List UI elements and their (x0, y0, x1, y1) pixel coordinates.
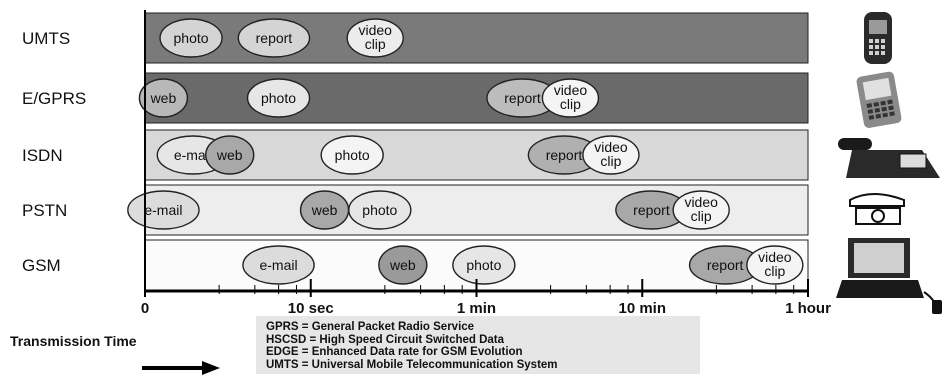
bubble: photo (320, 135, 384, 175)
axis-tick-label: 0 (141, 300, 149, 317)
row-label: UMTS (22, 29, 70, 48)
bubble: photo (159, 18, 223, 58)
bubble-shape (378, 245, 428, 285)
bubble-label: report (707, 257, 744, 273)
bubble-label: clip (691, 208, 712, 224)
bubble-label: video (554, 82, 588, 98)
desk-phone-icon (838, 138, 940, 178)
bubble-shape (138, 78, 189, 118)
row-label: PSTN (22, 201, 67, 220)
bubble-label: web (150, 90, 177, 106)
bubble-label: video (758, 249, 792, 265)
bubble-shape (541, 78, 600, 118)
rotary-phone-icon (849, 193, 905, 225)
bubble: web (378, 245, 428, 285)
legend-line: GPRS = General Packet Radio Service (266, 321, 475, 333)
row-label: GSM (22, 256, 61, 275)
bubble-label: clip (560, 96, 581, 112)
row-label: E/GPRS (22, 89, 86, 108)
bubble-label: web (216, 147, 243, 163)
bubble-label: e-mail (259, 257, 297, 273)
arrow-right-icon (142, 361, 220, 375)
bubble-shape (582, 135, 640, 175)
transmission-time-label: Transmission Time (10, 333, 137, 349)
bubble-label: report (504, 90, 541, 106)
laptop-icon (836, 238, 942, 314)
row-bar (144, 72, 809, 124)
pda-icon (856, 71, 902, 128)
legend-box: GPRS = General Packet Radio Service HSCS… (256, 316, 700, 374)
bubble-shape (242, 245, 315, 285)
legend-line: EDGE = Enhanced Data rate for GSM Evolut… (266, 346, 523, 358)
bubble: e-mail (242, 245, 315, 285)
mobile-phone-icon (864, 12, 892, 64)
bubble-label: photo (261, 90, 296, 106)
bubble: web (299, 190, 350, 230)
axis-tick-label: 10 min (618, 300, 666, 317)
bubble: report (237, 18, 311, 58)
bubble-label: web (311, 202, 338, 218)
bubble-label: clip (365, 36, 386, 52)
bubble-shape (205, 135, 255, 175)
bubble-shape (346, 18, 404, 58)
legend-line: HSCSD = High Speed Circuit Switched Data (266, 333, 505, 346)
bubble-shape (452, 245, 516, 285)
axis-tick-label: 1 min (457, 300, 496, 317)
bubble-shape (237, 18, 311, 58)
bubble-label: report (633, 202, 670, 218)
bubble: web (205, 135, 255, 175)
bubble: web (138, 78, 189, 118)
bubble-label: e-mail (144, 202, 182, 218)
bubble-shape (746, 245, 804, 285)
bubble-label: video (594, 139, 628, 155)
bubble-label: report (546, 147, 583, 163)
bubble-label: web (389, 257, 416, 273)
bubble-shape (159, 18, 223, 58)
legend-line: UMTS = Universal Mobile Telecommunicatio… (266, 358, 558, 371)
axis-tick-label: 10 sec (288, 300, 334, 317)
bubble: report (688, 245, 762, 285)
bubble-label: photo (335, 147, 370, 163)
bubble-label: e-mail (174, 147, 212, 163)
bubble-label: clip (764, 263, 785, 279)
bubble-label: clip (600, 153, 621, 169)
bubble-label: report (256, 30, 293, 46)
bubble-label: video (684, 194, 718, 210)
bubble-shape (672, 190, 730, 230)
bubble-shape (348, 190, 412, 230)
bubble-shape (320, 135, 384, 175)
axis-tick-label: 1 hour (785, 300, 831, 317)
bubble-label: video (358, 22, 392, 38)
bubble: photo (452, 245, 516, 285)
bubble: photo (246, 78, 311, 118)
row-label: ISDN (22, 146, 63, 165)
bubble-label: photo (174, 30, 209, 46)
bubble-label: photo (466, 257, 501, 273)
bubble-label: photo (362, 202, 397, 218)
bubble: e-mail (127, 190, 200, 230)
bubble: photo (348, 190, 412, 230)
bubble-shape (246, 78, 311, 118)
